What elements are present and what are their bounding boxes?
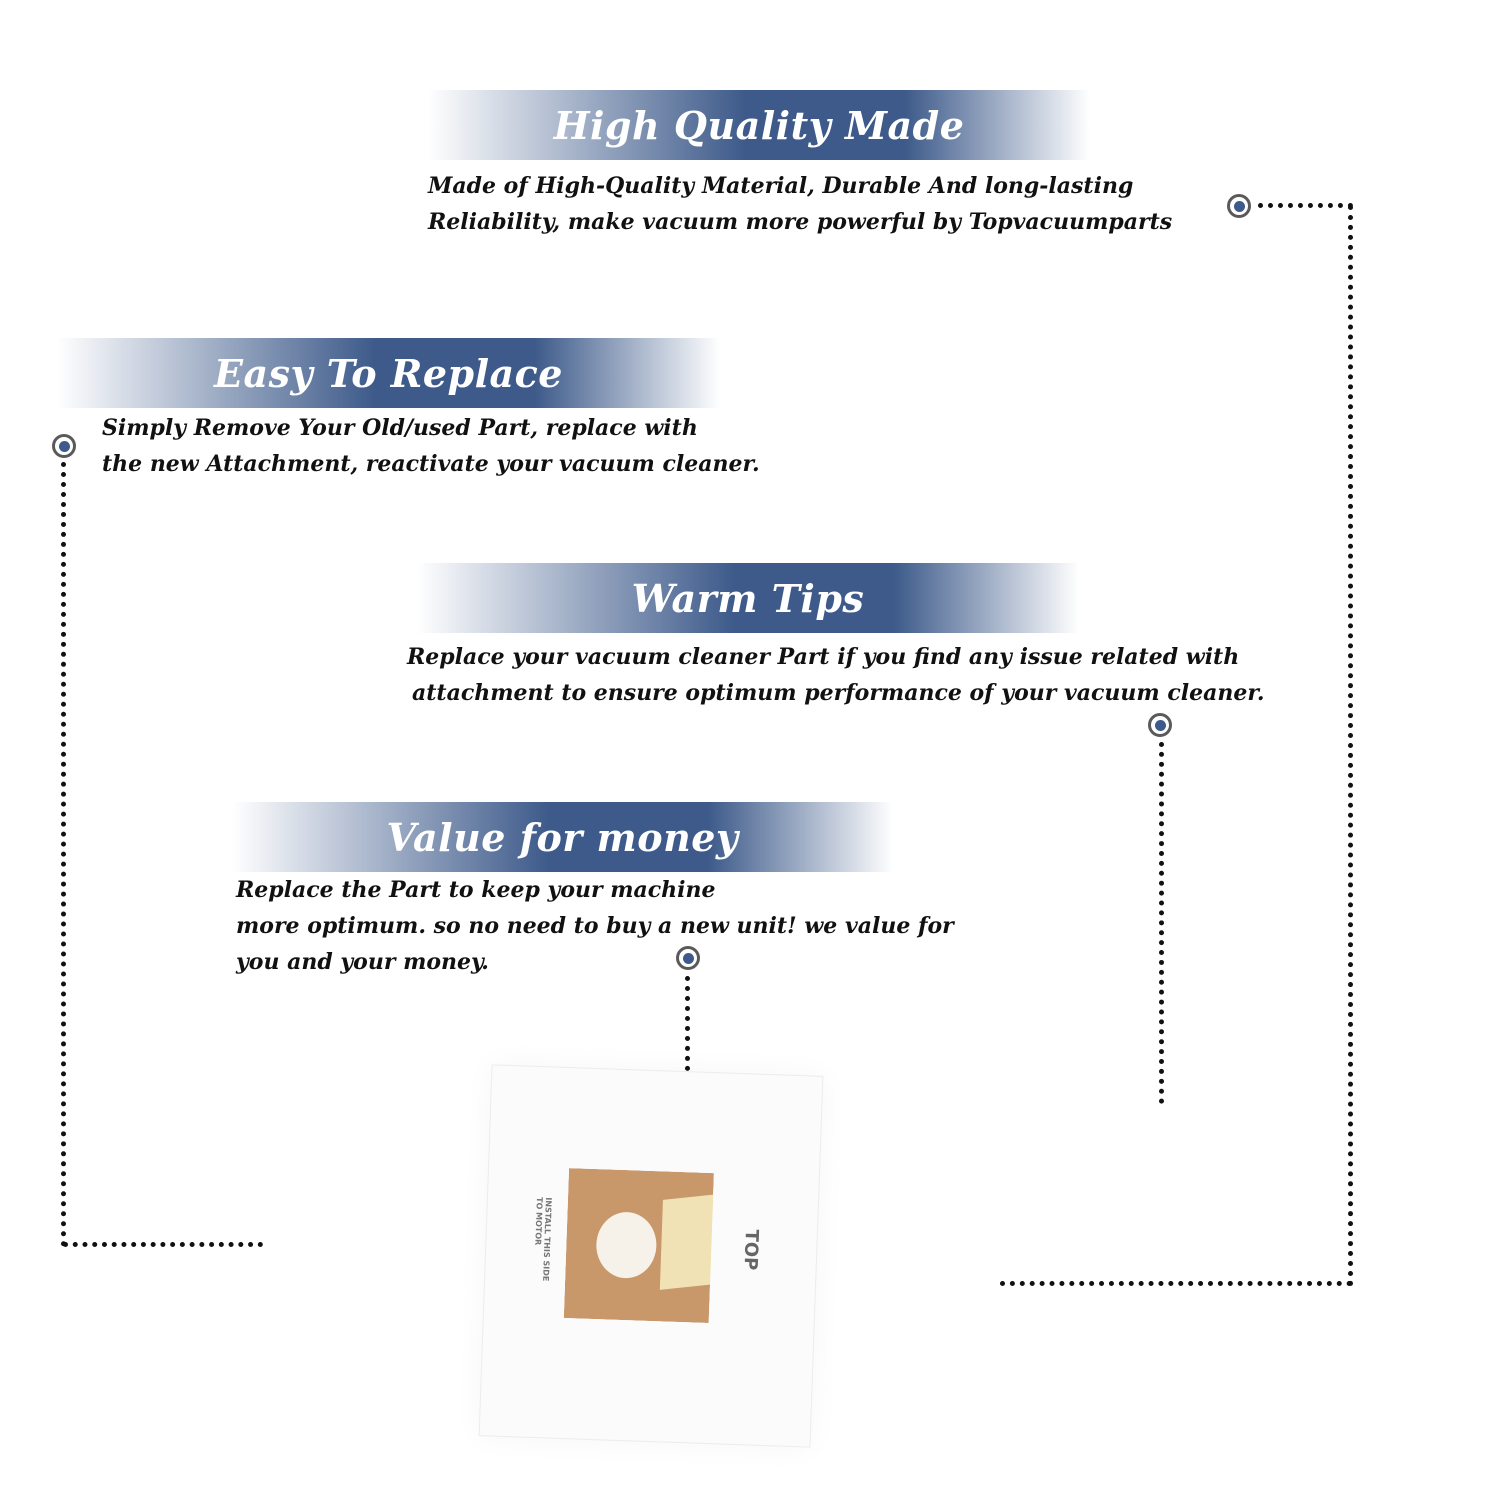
connector-line [1000, 1281, 1352, 1291]
description-line: the new Attachment, reactivate your vacu… [102, 451, 760, 477]
marker-dot-icon [52, 434, 76, 458]
connector-line [1258, 203, 1353, 213]
description-line: more optimum. so no need to buy a new un… [236, 913, 954, 939]
marker-dot-icon [1148, 713, 1172, 737]
connector-line [61, 462, 71, 1247]
section-title: Easy To Replace [214, 350, 563, 396]
section-description: Made of High-Quality Material, Durable A… [428, 168, 1172, 240]
connector-line [685, 976, 695, 1071]
connector-line [63, 1242, 263, 1252]
section-title: Warm Tips [631, 575, 865, 621]
bag-opening [595, 1211, 657, 1279]
description-line: Made of High-Quality Material, Durable A… [428, 173, 1134, 199]
bag-top-label: TOP [739, 1229, 762, 1271]
bag-install-label: INSTALL THIS SIDE TO MOTOR [532, 1197, 553, 1282]
marker-dot-icon [676, 946, 700, 970]
section-title: Value for money [386, 814, 739, 860]
banner-warm-tips: Warm Tips [417, 563, 1079, 633]
description-line: Simply Remove Your Old/used Part, replac… [102, 415, 698, 441]
connector-line [1348, 205, 1358, 1287]
banner-high-quality: High Quality Made [428, 90, 1090, 160]
section-description: Simply Remove Your Old/used Part, replac… [102, 410, 760, 482]
bag-seal-tab [659, 1194, 714, 1290]
section-description: Replace the Part to keep your machine mo… [236, 872, 954, 980]
banner-easy-replace: Easy To Replace [57, 338, 720, 408]
section-title: High Quality Made [553, 102, 965, 148]
description-line: Replace the Part to keep your machine [236, 877, 716, 903]
description-line: Reliability, make vacuum more powerful b… [428, 209, 1173, 235]
description-line: attachment to ensure optimum performance… [412, 680, 1265, 706]
description-line: Replace your vacuum cleaner Part if you … [407, 644, 1240, 670]
connector-line [1159, 742, 1169, 1104]
vacuum-bag-image: TOP INSTALL THIS SIDE TO MOTOR [478, 1064, 824, 1448]
description-line: you and your money. [236, 949, 489, 975]
marker-dot-icon [1227, 194, 1251, 218]
banner-value-money: Value for money [232, 802, 893, 872]
section-description: Replace your vacuum cleaner Part if you … [407, 639, 1265, 711]
